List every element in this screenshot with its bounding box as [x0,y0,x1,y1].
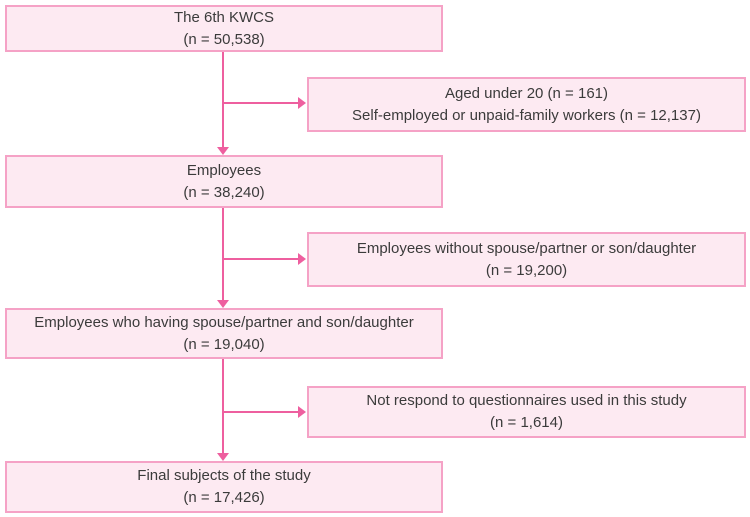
box-final-title: Final subjects of the study [137,467,311,484]
arrow-right-icon [298,253,306,265]
box-excluded-1-line2: Self-employed or unpaid-family workers (… [352,106,701,124]
connector-employees-to-with-family-line [222,208,224,300]
box-employees-title: Employees [186,161,262,179]
box-excluded-aged-self-employed: Aged under 20 (n = 161) Self-employed or… [307,77,746,132]
arrow-right-icon [298,406,306,418]
box-employees-count: (n = 38,240) [183,183,265,201]
box-kwcs: The 6th KWCS (n = 50,538) [5,5,443,52]
box-excluded-3-line2: (n = 1,614) [490,414,563,431]
arrow-down-icon [217,147,229,155]
box-final-count: (n = 17,426) [183,489,265,506]
box-excluded-2-line2: (n = 19,200) [485,261,568,279]
box-employees: Employees (n = 38,240) [5,155,443,208]
box-kwcs-title: The 6th KWCS [173,8,275,26]
arrow-right-icon [298,97,306,109]
connector-kwcs-to-employees-line [222,52,224,147]
arrow-down-icon [217,300,229,308]
box-excluded-1-line1: Aged under 20 (n = 161) [444,84,609,102]
box-final-subjects: Final subjects of the study (n = 17,426) [5,461,443,513]
box-with-family: Employees who having spouse/partner and … [5,308,443,359]
arrow-down-icon [217,453,229,461]
connector-branch-excluded-3-line [222,411,298,413]
box-excluded-2-line1: Employees without spouse/partner or son/… [356,239,697,257]
box-with-family-count: (n = 19,040) [183,335,265,353]
box-excluded-no-spouse-child: Employees without spouse/partner or son/… [307,232,746,287]
connector-branch-excluded-1-line [222,102,298,104]
connector-with-family-to-final-line [222,359,224,453]
connector-branch-excluded-2-line [222,258,298,260]
box-excluded-3-line1: Not respond to questionnaires used in th… [366,392,687,409]
box-with-family-title: Employees who having spouse/partner and … [34,313,414,331]
box-kwcs-count: (n = 50,538) [183,30,265,48]
box-excluded-no-response: Not respond to questionnaires used in th… [307,386,746,438]
